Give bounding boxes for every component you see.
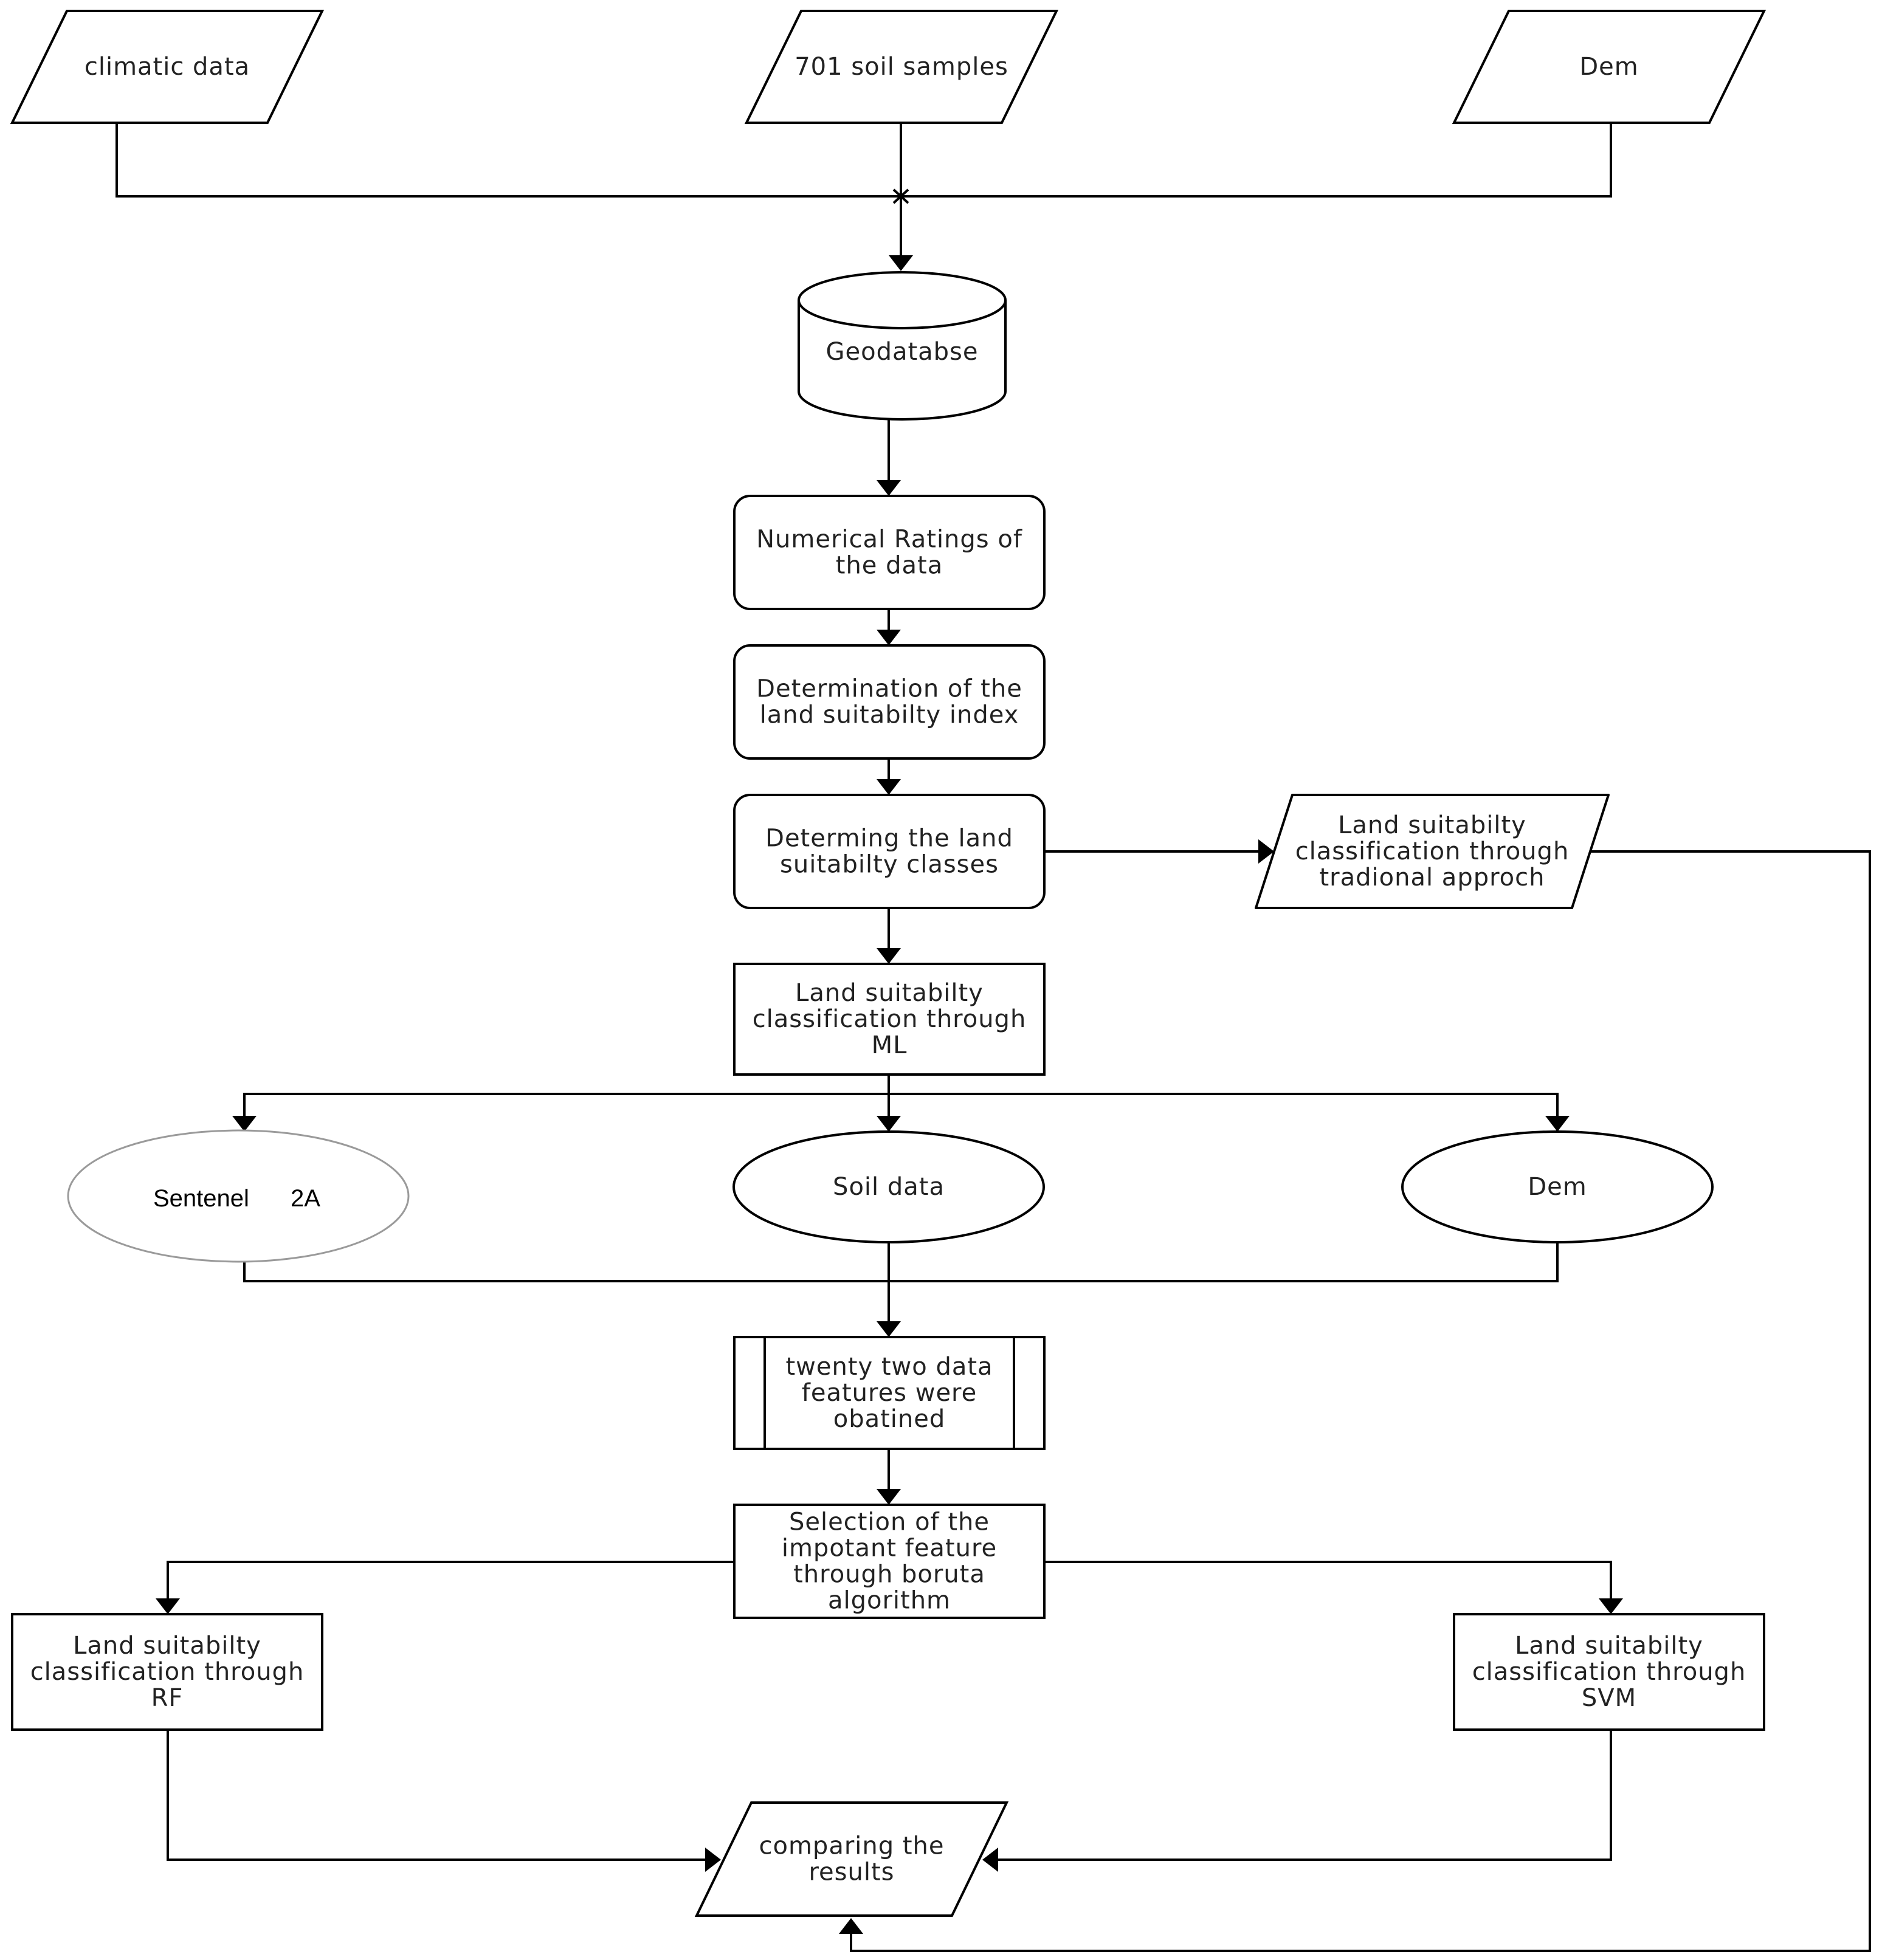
node-features-label-2: features were xyxy=(802,1379,977,1407)
node-geodatabase-label-1: Geodatabse xyxy=(826,338,978,366)
arrowhead-soil-data xyxy=(877,1116,901,1132)
node-svm-classification-label-1: Land suitabilty xyxy=(1515,1632,1703,1660)
node-geodatabase-shape xyxy=(798,271,1007,421)
arrowhead-classes xyxy=(877,779,901,795)
edge-rf-to-compare xyxy=(167,1730,717,1861)
node-compare-results-label-2: results xyxy=(808,1859,894,1886)
arrowhead-traditional xyxy=(1258,839,1274,864)
node-dem-input-label-1: Dem xyxy=(1579,53,1638,81)
arrowhead-index xyxy=(877,630,901,645)
node-climatic-data: climatic data xyxy=(10,10,325,124)
node-numerical-ratings-label-2: the data xyxy=(836,552,943,580)
node-sentinel-2a-shape xyxy=(67,1129,410,1263)
edge-ml-split xyxy=(243,1093,1559,1130)
node-ml-classification-shape xyxy=(733,963,1046,1076)
node-suitability-index-shape xyxy=(733,644,1046,760)
node-climatic-data-label-1: climatic data xyxy=(84,53,250,81)
edge-boruta-to-rf xyxy=(167,1561,734,1612)
node-rf-classification-label-1: Land suitabilty xyxy=(73,1632,261,1660)
edge-sentinel-merge xyxy=(243,1242,1559,1282)
node-soil-data: Soil data xyxy=(732,1130,1045,1243)
node-traditional-approach-label-2: classification through xyxy=(1295,837,1570,865)
arrowhead-geodatabase xyxy=(889,255,913,271)
node-dem-input: Dem xyxy=(1452,10,1767,124)
node-svm-classification-shape xyxy=(1453,1613,1765,1731)
node-features-label-1: twenty two data xyxy=(785,1353,993,1381)
node-dem-data-label-1: Dem xyxy=(1528,1173,1587,1201)
node-features-shape xyxy=(733,1336,1046,1450)
node-dem-data-shape xyxy=(1401,1130,1714,1243)
arrowhead-svm xyxy=(1599,1598,1623,1614)
node-compare-results-shape xyxy=(694,1801,1009,1917)
node-boruta-selection-label-3: through boruta xyxy=(793,1561,985,1589)
arrowhead-sentinel xyxy=(232,1116,257,1132)
arrowhead-dem-mid xyxy=(1545,1116,1570,1132)
edge-dem-merge xyxy=(901,123,1612,198)
node-suitability-classes-label-1: Determing the land xyxy=(765,825,1013,853)
node-dem-data: Dem xyxy=(1401,1130,1714,1243)
node-traditional-approach-shape xyxy=(1255,794,1610,909)
node-suitability-classes-label-2: suitabilty classes xyxy=(780,851,999,879)
arrowhead-boruta xyxy=(877,1489,901,1505)
node-traditional-approach-label-1: Land suitabilty xyxy=(1338,811,1526,839)
arrowhead-compare-right xyxy=(982,1848,998,1872)
node-sentinel-2a: Sentenel 2A xyxy=(67,1129,410,1263)
node-soil-samples: 701 soil samples xyxy=(744,10,1059,124)
node-climatic-data-shape xyxy=(10,10,325,124)
node-rf-classification-shape xyxy=(11,1613,323,1731)
edge-svm-to-compare xyxy=(986,1730,1612,1861)
arrowhead-ml xyxy=(877,948,901,964)
node-boruta-selection-shape xyxy=(733,1504,1046,1619)
node-features-label-3: obatined xyxy=(833,1405,946,1433)
node-suitability-index-label-1: Determination of the xyxy=(756,675,1022,703)
node-geodatabase-rim xyxy=(798,300,1007,329)
node-soil-data-label-1: Soil data xyxy=(833,1173,945,1201)
edge-traditional-to-compare xyxy=(850,850,1871,1952)
arrowhead-ratings xyxy=(877,480,901,496)
node-sentinel-2a-label-2: 2A xyxy=(291,1185,320,1212)
node-svm-classification-label-2: classification through xyxy=(1472,1658,1746,1686)
node-numerical-ratings-label-1: Numerical Ratings of xyxy=(756,526,1022,554)
node-traditional-approach-label-3: tradional approch xyxy=(1320,864,1545,892)
node-boruta-selection-label-1: Selection of the xyxy=(789,1508,990,1536)
connectors xyxy=(115,123,1871,1952)
node-soil-samples-label-1: 701 soil samples xyxy=(795,53,1008,81)
node-boruta-selection-label-2: impotant feature xyxy=(782,1535,997,1563)
node-ml-classification-label-3: ML xyxy=(872,1031,908,1059)
node-dem-input-shape xyxy=(1452,10,1767,124)
node-sentinel-2a-label-1: Sentenel xyxy=(153,1185,249,1212)
node-rf-classification-label-2: classification through xyxy=(30,1658,305,1686)
node-compare-results-label-1: comparing the xyxy=(759,1832,945,1860)
edge-boruta-to-svm xyxy=(1044,1561,1612,1612)
node-numerical-ratings-shape xyxy=(733,495,1046,610)
node-ml-classification-label-1: Land suitabilty xyxy=(795,979,984,1007)
node-svm-classification-label-3: SVM xyxy=(1582,1684,1636,1712)
node-rf-classification-label-3: RF xyxy=(151,1684,184,1712)
node-ml-classification-label-2: classification through xyxy=(753,1005,1027,1033)
node-suitability-index-label-2: land suitabilty index xyxy=(760,701,1019,729)
arrowhead-compare-bottom xyxy=(839,1918,863,1934)
node-soil-samples-shape xyxy=(744,10,1059,124)
arrowhead-rf xyxy=(156,1598,180,1614)
node-geodatabase: Geodatabse xyxy=(798,271,1007,421)
arrowhead-features xyxy=(877,1321,901,1337)
edge-climatic-merge xyxy=(115,123,901,198)
node-soil-data-shape xyxy=(732,1130,1045,1243)
arrowhead-compare-left xyxy=(705,1848,721,1872)
junction-cross-mark xyxy=(892,188,909,204)
node-boruta-selection-label-4: algorithm xyxy=(828,1587,951,1615)
node-suitability-classes-shape xyxy=(733,794,1046,909)
